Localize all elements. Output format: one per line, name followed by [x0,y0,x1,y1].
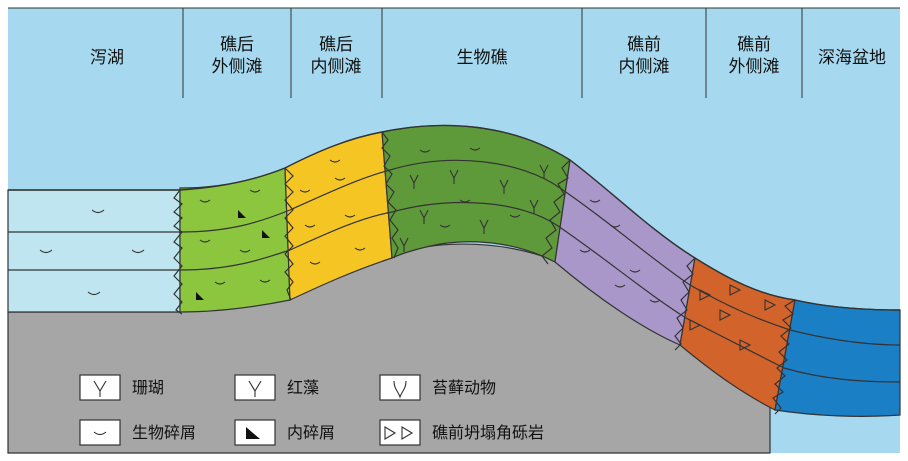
reef-front-collapse-breccia-icon [384,426,414,440]
legend-label-breccia: 礁前坍塌角砾岩 [432,423,544,442]
zone-label-fore-reef-inner-line2: 内侧滩 [619,57,670,77]
bioclast-icon [93,431,107,436]
zone-label-back-reef-inner-line2: 内侧滩 [311,57,362,77]
boundary-reef-front [541,159,571,265]
reef-core [381,124,571,263]
boundary-fore-reef [674,257,696,351]
boundary-basin [772,299,796,415]
legend-intraclast-swatch [234,419,276,446]
zone-label-fore-reef-outer-line1: 礁前 [737,35,771,55]
zone-label-back-reef-outer-line2: 外侧滩 [212,57,263,77]
red-algae-icon [248,380,262,397]
deep-basin-facies [774,299,901,417]
zone-label-fore-reef-inner-line1: 礁前 [627,35,661,55]
boundary-back-reef [284,167,294,301]
sea-floor-top [8,124,901,311]
bryozoan-icon [393,380,407,399]
zone-label-lagoon: 泻湖 [90,48,124,68]
zone-label-deep-basin: 深海盆地 [818,48,886,68]
lagoon-facies [7,189,181,313]
legend-bioclast-swatch [79,419,121,446]
legend-label-bryozoan: 苔藓动物 [432,378,496,397]
legend: 珊瑚 红藻 苔藓动物 生物碎屑 内碎屑 礁前坍塌角砾岩 [79,374,544,446]
legend-breccia-swatch [379,419,421,446]
legend-label-red-algae: 红藻 [287,378,319,397]
bioclast-symbols [39,147,661,303]
zone-label-fore-reef-outer-line2: 外侧滩 [729,57,780,77]
legend-label-intraclast: 内碎屑 [287,423,335,442]
legend-label-bioclast: 生物碎屑 [132,423,196,442]
zone-label-back-reef-inner-line1: 礁后 [319,35,353,55]
back-reef-outer-shoal [179,167,291,313]
bedding-line-1 [8,159,901,346]
breccia-symbols [689,284,777,351]
boundary-reef-back [381,131,399,259]
coral-icon [93,380,107,397]
zone-label-back-reef-outer-line1: 礁后 [220,35,254,55]
boundary-lagoon [173,189,183,315]
zone-label-reef: 生物礁 [457,48,508,68]
reef-organism-symbols [399,164,549,252]
intraclast-symbols [196,210,270,300]
bedding-line-2 [8,202,901,383]
legend-label-coral: 珊瑚 [132,378,164,397]
intraclast-icon [246,427,260,439]
